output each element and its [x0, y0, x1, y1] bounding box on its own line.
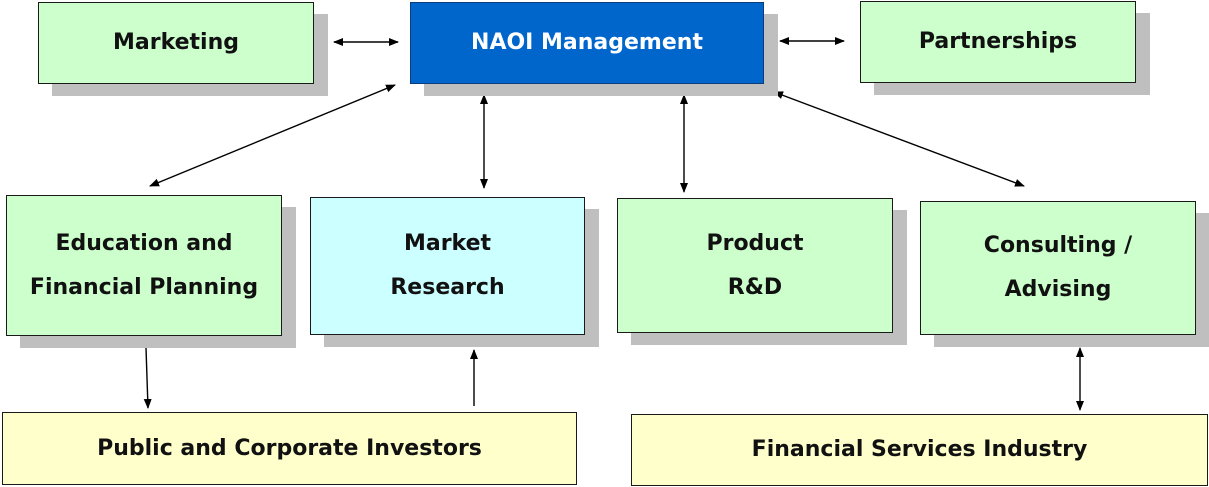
arrow-management-education	[149, 84, 396, 187]
product-rd-box: Product R&D	[617, 198, 893, 333]
investors-box: Public and Corporate Investors	[2, 412, 577, 485]
market-research-box: Market Research	[310, 197, 585, 335]
arrow-management-consulting	[773, 91, 1025, 187]
marketing-label: Marketing	[112, 30, 240, 55]
research-line-1: Market	[403, 231, 492, 256]
partnerships-label: Partnerships	[918, 29, 1078, 54]
research-line-2: Research	[390, 275, 505, 300]
naoi-management-box: NAOI Management	[410, 2, 764, 84]
education-line-2: Financial Planning	[29, 274, 259, 300]
financial-industry-box: Financial Services Industry	[631, 414, 1208, 486]
product-line-1: Product	[706, 230, 804, 256]
product-line-2: R&D	[727, 274, 783, 300]
arrow-education-investors	[143, 347, 152, 409]
consulting-line-2: Advising	[1004, 277, 1112, 302]
investors-label: Public and Corporate Investors	[97, 435, 482, 461]
partnerships-box: Partnerships	[860, 1, 1136, 83]
financial-industry-label: Financial Services Industry	[751, 437, 1088, 462]
marketing-box: Marketing	[38, 2, 314, 84]
consulting-advising-box: Consulting / Advising	[920, 201, 1196, 335]
education-line-1: Education and	[55, 230, 233, 256]
consulting-line-1: Consulting /	[983, 233, 1133, 258]
education-planning-box: Education and Financial Planning	[6, 195, 282, 336]
naoi-management-label: NAOI Management	[471, 30, 703, 55]
